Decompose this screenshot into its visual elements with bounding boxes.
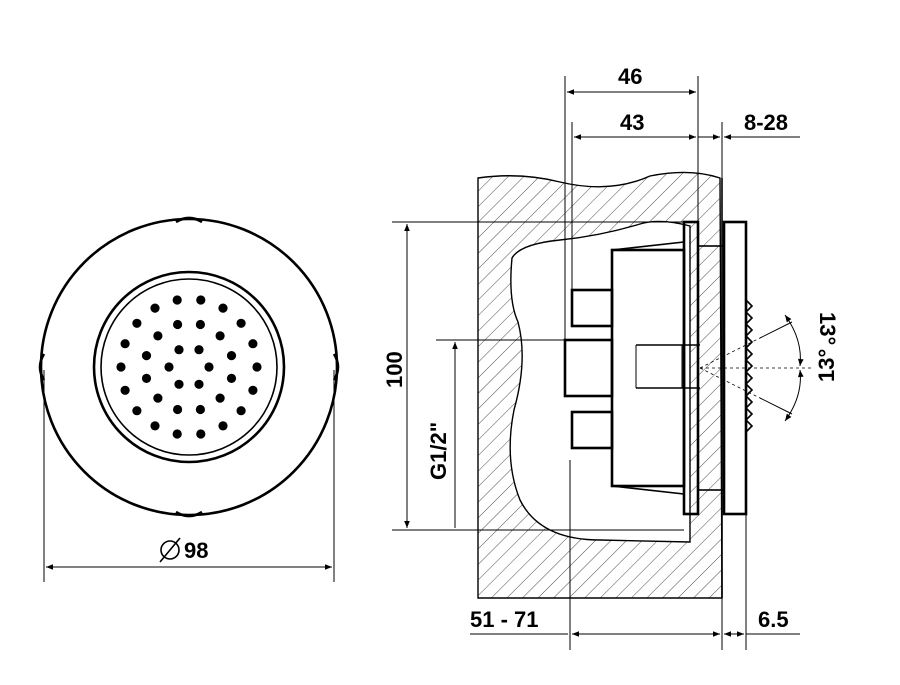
width-body-label: 43 (620, 110, 644, 135)
nozzle-hole (120, 339, 130, 349)
nozzle-hole (204, 362, 214, 372)
width-body-dimension: 43 (571, 110, 696, 290)
top-lug (175, 216, 203, 224)
nozzle-teeth (744, 299, 754, 433)
nozzle-hole (174, 379, 184, 389)
nozzle-hole (141, 373, 152, 383)
bottom-connector (570, 410, 614, 450)
nozzle-hole (132, 318, 142, 328)
angle-down-label: 13° (814, 349, 839, 382)
diameter-value: 98 (184, 538, 208, 563)
angle-up-label: 13° (815, 312, 840, 345)
nozzle-hole (215, 393, 225, 403)
nozzle-hole (226, 373, 237, 383)
nozzle-hole (236, 318, 246, 328)
diameter-dimension: 98 (43, 370, 335, 582)
nozzle-hole (132, 406, 142, 416)
nozzle-hole (194, 345, 204, 355)
nozzle-hole (195, 404, 205, 415)
adjust-range-label: 8-28 (744, 110, 788, 135)
nozzle-hole (116, 362, 126, 372)
nozzle-hole (173, 404, 183, 415)
nozzle-hole (194, 379, 204, 389)
nozzle-hole (174, 345, 184, 355)
width-total-dimension: 46 (564, 64, 699, 340)
nozzle-hole (173, 319, 183, 330)
plate-thickness-label: 6.5 (758, 607, 789, 632)
thread-label: G1/2" (426, 422, 451, 480)
bottom-lug (175, 510, 203, 518)
left-lug (38, 353, 46, 381)
nozzle-hole (215, 331, 225, 341)
height-dimension: 100 (382, 221, 684, 531)
section-view: 13° 13° (477, 171, 840, 599)
nozzle-hole (195, 319, 205, 330)
adjust-range-dimension: 8-28 (698, 110, 800, 178)
nozzle-hole (196, 429, 206, 439)
nozzle-hole (218, 421, 228, 431)
wall-section (477, 171, 723, 599)
top-connector (570, 288, 614, 328)
nozzle-hole (218, 303, 228, 313)
nozzle-hole (164, 362, 174, 372)
nozzle-hole (226, 351, 237, 361)
thread-dimension: G1/2" (426, 339, 565, 528)
right-lug (332, 353, 340, 381)
nozzle-hole (150, 421, 160, 431)
depth-range-label: 51 - 71 (470, 607, 539, 632)
nozzle-hole (141, 351, 152, 361)
plate-thickness-dimension: 6.5 (724, 514, 800, 650)
front-view (38, 216, 340, 518)
depth-range-dimension: 51 - 71 (470, 460, 723, 650)
nozzle-hole (248, 339, 258, 349)
nozzle-hole (120, 385, 130, 395)
width-total-label: 46 (618, 64, 642, 89)
nozzle-hole (236, 406, 246, 416)
nozzle-hole (196, 295, 206, 305)
nozzle-holes (116, 295, 262, 439)
mounting-body (610, 248, 686, 488)
nozzle-hole (172, 429, 182, 439)
nozzle-face-inner (100, 278, 278, 456)
nozzle-hole (153, 393, 163, 403)
height-label: 100 (382, 351, 407, 388)
thread-inlet (563, 338, 614, 398)
nozzle-hole (150, 303, 160, 313)
nozzle-hole (153, 331, 163, 341)
outer-rim (39, 217, 339, 517)
nozzle-hole (248, 385, 258, 395)
nozzle-hole (252, 362, 262, 372)
nozzle-face-outer (92, 270, 286, 464)
nozzle-hole (172, 295, 182, 305)
diameter-symbol-icon (159, 537, 181, 563)
